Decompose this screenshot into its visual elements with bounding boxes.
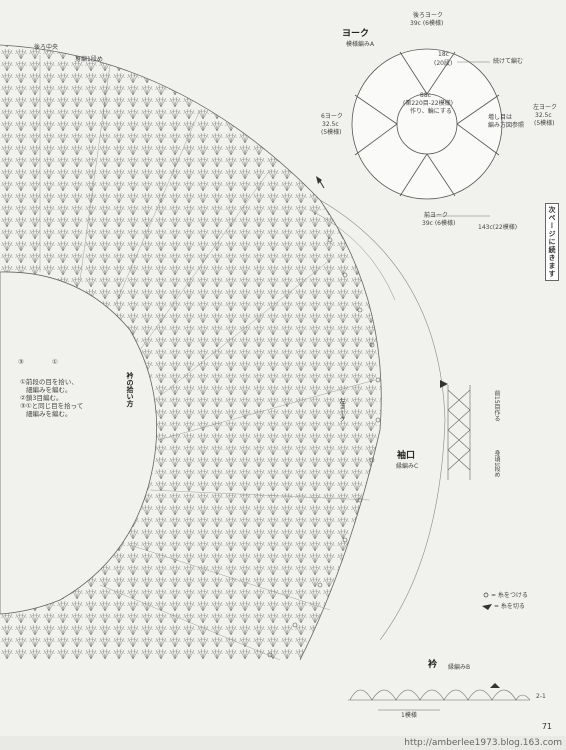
yoke-top-rows: (20段) [434, 60, 453, 67]
instruction-line-5: 細編みを編む。 [26, 410, 72, 418]
continue-next-page-tag: 次ページに続きます [545, 203, 559, 281]
instruction-line-4: ③①と同じ目を拾って [20, 402, 84, 410]
instruction-line-1: ①前段の目を拾い、 [20, 378, 78, 386]
yoke-center-note: 作り、輪にする [410, 108, 452, 115]
yoke-right-count: 32.5c [322, 121, 339, 128]
sleeve-rows-label: 前15目作る [493, 390, 500, 422]
instruction-symbol-a: ③ [18, 358, 24, 366]
yoke-left-count: 32.5c [535, 112, 552, 119]
page-number: 71 [541, 722, 552, 731]
yoke-right-label: 6ヨーク [321, 113, 343, 120]
sleeve-join-label: 身頃1段め [493, 450, 500, 478]
yoke-left-label: 左ヨーク [533, 104, 558, 111]
footer-bar [0, 736, 566, 750]
legend-attach-yarn: = 糸をつける [491, 592, 528, 599]
watermark-url: http://amberlee1973.blog.163.com [404, 738, 562, 748]
collar-start: 2-1 [536, 693, 546, 700]
back-center-label: 後ろ中央 [34, 44, 59, 51]
yoke-left-rows: (5模様) [534, 120, 555, 127]
yoke-increase-note2: 編み方図参照 [488, 122, 525, 129]
instruction-line-2: 細編みを編む。 [26, 386, 72, 394]
instruction-line-3: ②鎖3目編む。 [20, 394, 63, 402]
yoke-attach-note: 続けて編む [493, 58, 524, 65]
row1-label: 身編1段め [75, 56, 103, 63]
legend-cut-yarn: = 糸を切る [494, 603, 525, 610]
yoke-front-label: 前ヨーク [424, 212, 449, 219]
collar-pattern: 縁編みB [448, 664, 471, 671]
yoke-increase-note: 増し目は [488, 114, 513, 121]
yoke-front-count: 39c (6模様) [422, 220, 456, 227]
yoke-total: 143c(22模様) [478, 224, 518, 231]
sleeve-pattern: 縁編みC [396, 463, 419, 470]
yoke-right-rows: (5模様) [321, 129, 342, 136]
neck-pickup-label: 衿の拾い方 [126, 372, 134, 407]
yoke-center-count: 88c [420, 92, 431, 99]
yoke-pattern: 模様編みA [346, 41, 375, 48]
collar-repeat: 1模様 [401, 712, 417, 719]
yoke-top-inner: 18c [438, 51, 449, 58]
yoke-back-label: 後ろヨーク [413, 12, 444, 19]
collar-title: 衿 [428, 660, 438, 670]
yoke-center-rows: (第220目-22模様) [403, 100, 453, 107]
sleeve-title: 袖口 [397, 451, 416, 461]
left-yoke-label: 左ヨーク [338, 398, 345, 422]
yoke-back-count: 39c (6模様) [410, 20, 444, 27]
yoke-title: ヨーク [342, 29, 370, 39]
instruction-symbol-b: ① [52, 358, 58, 366]
